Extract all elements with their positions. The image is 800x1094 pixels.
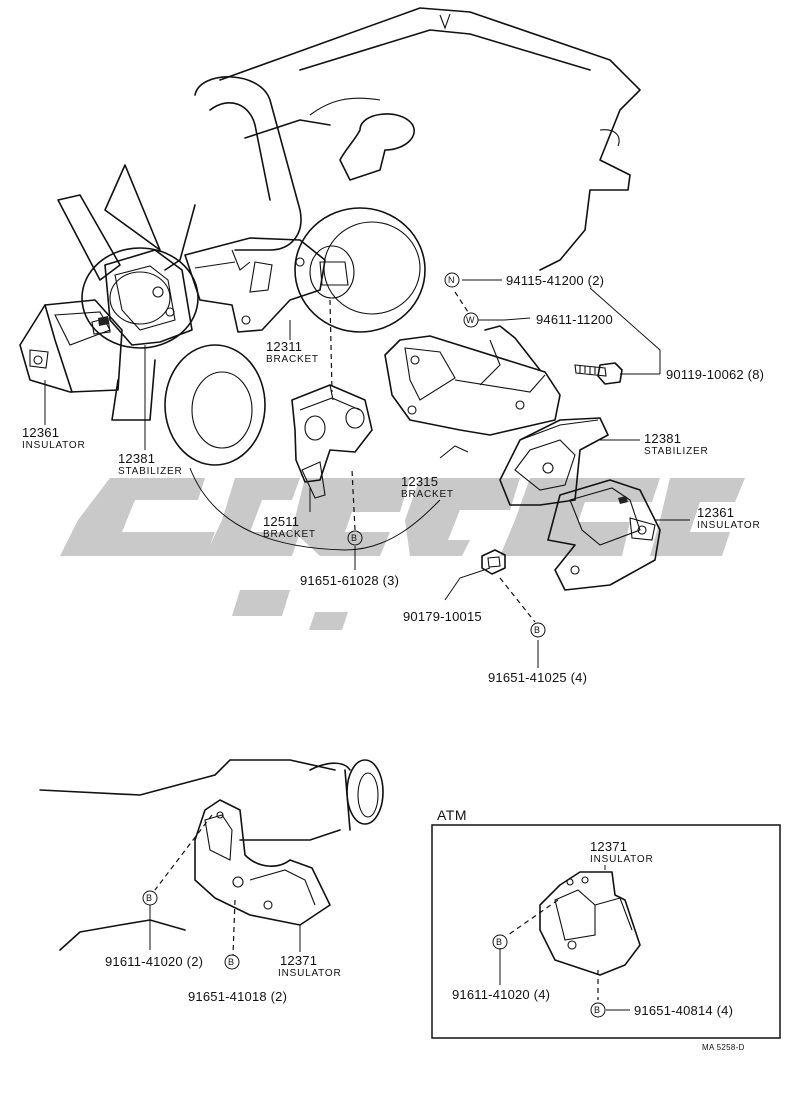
- atm-insulator-name: INSULATOR: [590, 854, 654, 865]
- rear-insulator-name: INSULATOR: [278, 968, 342, 979]
- part-number-94611: 94611-11200: [536, 312, 613, 327]
- stabilizer-left-name: STABILIZER: [118, 466, 183, 477]
- bracket-12511-drawing: [291, 384, 373, 499]
- stabilizer-left-number: 12381: [118, 451, 156, 466]
- nut-symbol: N: [448, 275, 455, 285]
- part-number-94115: 94115-41200 (2): [506, 273, 605, 288]
- part-number-91651-41025: 91651-41025 (4): [488, 670, 588, 685]
- bolt-symbol-41018: B: [228, 957, 235, 967]
- bolt-symbol-40814: B: [594, 1005, 601, 1015]
- part-number-91651-41018: 91651-41018 (2): [188, 989, 288, 1004]
- insulator-right-name: INSULATOR: [697, 520, 761, 531]
- transmission-rear-mount: [39, 759, 384, 970]
- part-number-90179: 90179-10015: [403, 609, 482, 624]
- stabilizer-right-number: 12381: [644, 431, 682, 446]
- insulator-right-number: 12361: [697, 505, 735, 520]
- bracket-12311-name: BRACKET: [266, 354, 319, 365]
- bracket-12511-number: 12511: [263, 514, 300, 529]
- bolt-symbol-41020-rear: B: [146, 893, 153, 903]
- insulator-left-drawing: [19, 299, 123, 393]
- drawing-code: MA 5258-D: [702, 1043, 745, 1052]
- washer-symbol: W: [466, 315, 475, 325]
- nut-90179-drawing: [481, 549, 506, 575]
- bracket-12315-drawing: [384, 325, 561, 436]
- bolt-symbol-61028: B: [351, 533, 358, 543]
- fastener-symbols: [347, 272, 546, 638]
- insulator-left-number: 12361: [22, 425, 60, 440]
- bolt-90119-drawing: [574, 362, 623, 385]
- atm-box: [431, 824, 781, 1039]
- stabilizer-right-drawing: [499, 417, 609, 506]
- bolt-symbol-41020-atm: B: [496, 937, 503, 947]
- assembly-dash-lines: [329, 291, 536, 623]
- cooling-fan: [57, 164, 199, 421]
- engine-block: [164, 7, 641, 466]
- bracket-12311-number: 12311: [266, 339, 303, 354]
- atm-insulator-number: 12371: [590, 839, 628, 854]
- insulator-right-drawing: [547, 479, 661, 591]
- bolt-symbol-41025: B: [534, 625, 541, 635]
- rear-insulator-number: 12371: [280, 953, 318, 968]
- watermark-logo: [60, 478, 745, 630]
- part-number-91611-41020-atm: 91611-41020 (4): [452, 987, 551, 1002]
- stabilizer-right-name: STABILIZER: [644, 446, 709, 457]
- insulator-left-name: INSULATOR: [22, 440, 86, 451]
- part-number-91651-61028: 91651-61028 (3): [300, 573, 400, 588]
- bracket-12511-name: BRACKET: [263, 529, 316, 540]
- part-number-91611-41020-rear: 91611-41020 (2): [105, 954, 204, 969]
- part-number-91651-40814: 91651-40814 (4): [634, 1003, 734, 1018]
- bracket-12315-name: BRACKET: [401, 489, 454, 500]
- leader-lines: [44, 279, 690, 668]
- stabilizer-left-drawing: [104, 249, 193, 346]
- bracket-12315-number: 12315: [401, 474, 439, 489]
- bracket-12311-drawing: [184, 237, 326, 333]
- part-number-90119: 90119-10062 (8): [666, 367, 765, 382]
- atm-title: ATM: [437, 807, 468, 823]
